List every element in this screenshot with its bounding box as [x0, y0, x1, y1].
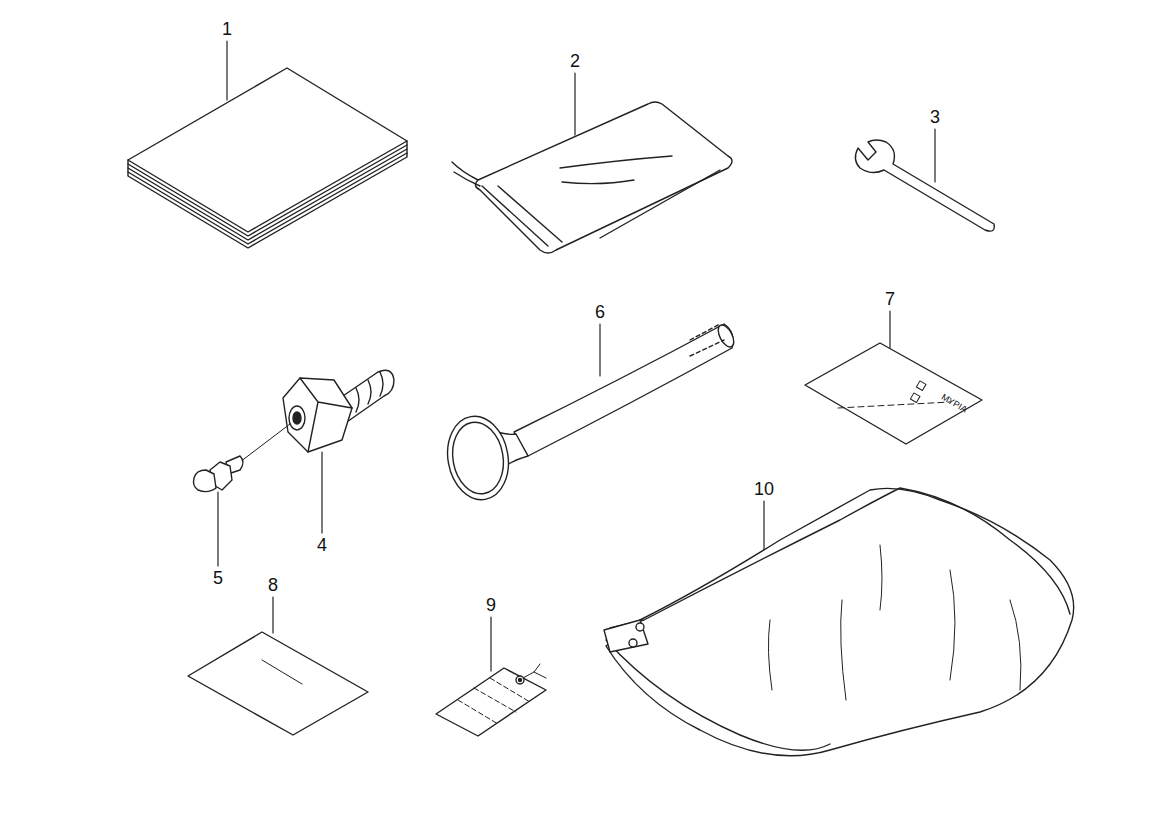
callout-number: 9	[486, 596, 496, 614]
body-cover	[604, 488, 1074, 756]
callout-number: 4	[317, 536, 327, 554]
manual-book	[128, 68, 407, 248]
callout-number: 7	[885, 290, 895, 308]
callout-number: 3	[930, 108, 940, 126]
callout-number: 1	[222, 20, 232, 38]
callout-number: 2	[570, 52, 580, 70]
callout-number: 8	[268, 576, 278, 594]
key-tag	[436, 664, 546, 736]
callout-number: 6	[595, 303, 605, 321]
callout-number: 5	[213, 569, 223, 587]
grease-nipple	[194, 424, 291, 492]
callout-number: 10	[754, 480, 774, 498]
tool-bag	[452, 102, 732, 253]
funnel-hose	[441, 323, 737, 505]
wrench	[855, 140, 994, 231]
card	[188, 632, 368, 735]
info-card	[805, 343, 982, 444]
hose-adapter	[283, 370, 394, 452]
